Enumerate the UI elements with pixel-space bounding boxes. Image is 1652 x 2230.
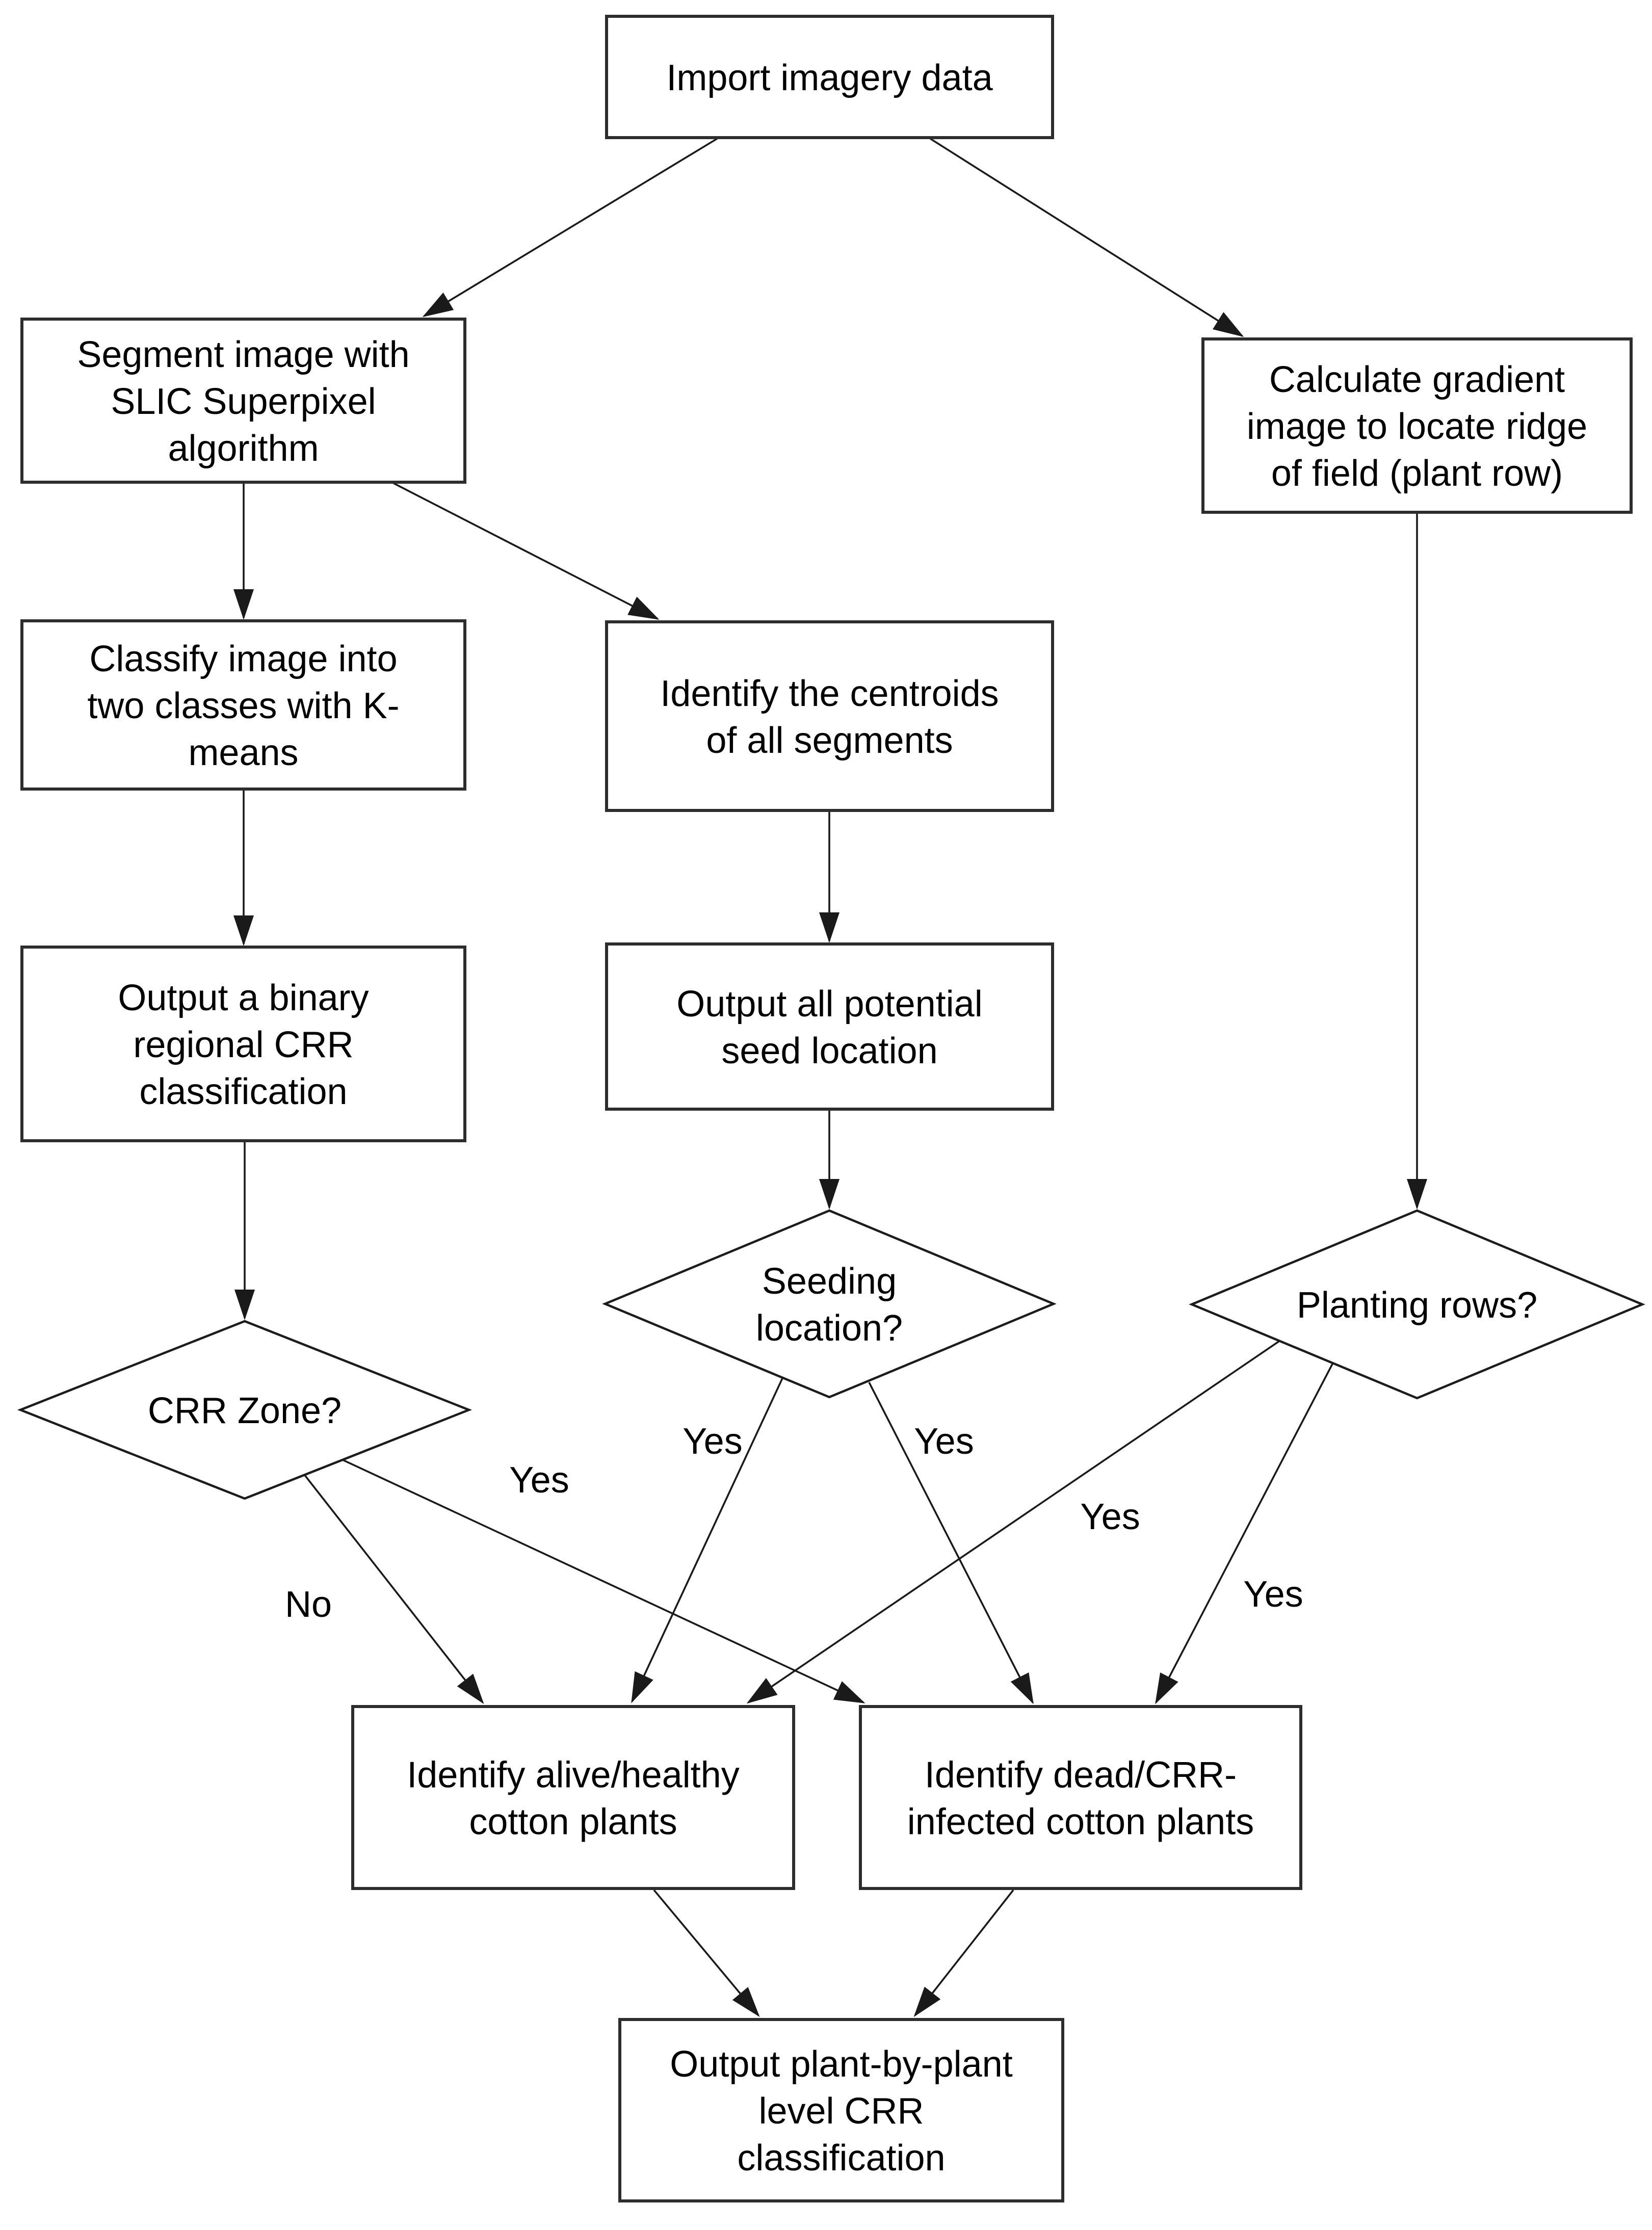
node-label-line: Identify alive/healthy	[407, 1755, 739, 1796]
node-label-line: Identify dead/CRR-	[925, 1755, 1237, 1796]
process-box-kmeans	[20, 619, 466, 791]
node-label-outseed: Output all potential seed location	[676, 984, 982, 1071]
node-label-line: Import imagery data	[666, 58, 993, 98]
edge-planting-dead	[1155, 1362, 1334, 1704]
node-label-line: Output plant-by-plant	[670, 2044, 1012, 2085]
node-label-final: Output plant-by-plant level CRR classifica…	[670, 2044, 1012, 2179]
edges-layer	[233, 138, 1427, 2017]
process-box-centroids	[605, 620, 1054, 812]
edge-seeding-dead	[868, 1382, 1034, 1704]
edge-crrzone-alive	[303, 1474, 484, 1704]
node-label-line: Segment image with	[77, 334, 409, 375]
node-label-line: regional CRR	[133, 1025, 353, 1065]
flow-node-outseed: Output all potential seed location	[605, 942, 1054, 1111]
node-label-line: Seeding	[762, 1261, 897, 1302]
edge-label-crrzone-dead: Yes	[509, 1460, 569, 1501]
edge-label-planting-alive: Yes	[1080, 1497, 1140, 1537]
edge-crrzone-dead	[342, 1459, 866, 1703]
node-label-line: means	[188, 732, 298, 773]
node-label-gradient: Calculate gradient image to locate ridge o…	[1247, 359, 1587, 494]
process-box-dead	[859, 1705, 1302, 1890]
node-label-line: CRR Zone?	[148, 1391, 342, 1431]
flow-node-planting: Planting rows?	[1189, 1209, 1645, 1400]
node-label-line: classification	[737, 2138, 945, 2179]
process-box-final	[618, 2018, 1064, 2202]
node-label-line: image to locate ridge	[1247, 406, 1587, 447]
process-box-gradient	[1201, 337, 1633, 514]
node-label-planting: Planting rows?	[1297, 1285, 1537, 1326]
node-label-kmeans: Classify image into two classes with K-me…	[87, 639, 399, 773]
node-label-import: Import imagery data	[666, 58, 993, 98]
node-label-line: location?	[756, 1308, 903, 1349]
node-label-line: Identify the centroids	[660, 673, 999, 714]
node-label-line: SLIC Superpixel	[111, 381, 376, 422]
node-label-line: Planting rows?	[1297, 1285, 1537, 1326]
flow-node-centroids: Identify the centroids of all segments	[605, 620, 1054, 812]
node-label-outbinary: Output a binary regional CRR classificatio…	[118, 978, 369, 1112]
edge-import-gradient	[930, 138, 1244, 337]
node-label-line: level CRR	[758, 2091, 924, 2132]
node-label-crrzone: CRR Zone?	[148, 1391, 342, 1431]
node-label-seeding: Seeding location?	[756, 1261, 903, 1349]
edge-dead-final	[913, 1889, 1014, 2017]
flow-node-final: Output plant-by-plant level CRR classifica…	[618, 2018, 1064, 2202]
flow-node-gradient: Calculate gradient image to locate ridge o…	[1201, 337, 1633, 514]
edge-label-crrzone-alive: No	[285, 1584, 332, 1625]
node-label-dead: Identify dead/CRR-infected cotton plants	[907, 1755, 1254, 1843]
decision-diamond-planting	[1189, 1209, 1645, 1400]
flow-node-import: Import imagery data	[605, 15, 1054, 139]
edge-alive-final	[653, 1889, 760, 2017]
node-label-line: algorithm	[168, 428, 319, 469]
node-label-line: seed location	[721, 1031, 937, 1071]
edge-label-planting-dead: Yes	[1243, 1574, 1303, 1615]
edge-seeding-alive	[631, 1378, 783, 1703]
node-label-centroids: Identify the centroids of all segments	[660, 673, 999, 761]
edge-label-seeding-dead: Yes	[914, 1421, 974, 1462]
node-label-line: cotton plants	[469, 1802, 677, 1843]
process-box-alive	[351, 1705, 795, 1890]
node-label-line: Output all potential	[676, 984, 982, 1025]
edge-planting-alive	[746, 1340, 1280, 1704]
edge-label-seeding-alive: Yes	[683, 1421, 742, 1462]
decision-diamond-seeding	[602, 1209, 1057, 1399]
flow-node-outbinary: Output a binary regional CRR classificatio…	[20, 946, 466, 1142]
node-label-line: of field (plant row)	[1271, 453, 1563, 494]
node-label-line: of all segments	[706, 720, 953, 761]
flow-node-kmeans: Classify image into two classes with K-me…	[20, 619, 466, 791]
decision-diamond-crrzone	[17, 1320, 473, 1500]
node-label-alive: Identify alive/healthy cotton plants	[407, 1755, 739, 1843]
edge-import-slic	[422, 138, 718, 318]
flow-node-crrzone: CRR Zone?	[17, 1320, 473, 1500]
node-label-line: Classify image into	[89, 639, 397, 679]
node-label-line: infected cotton plants	[907, 1802, 1254, 1843]
process-box-import	[605, 15, 1054, 139]
node-label-line: classification	[139, 1071, 347, 1112]
process-box-outseed	[605, 942, 1054, 1111]
process-box-outbinary	[20, 946, 466, 1142]
flow-node-alive: Identify alive/healthy cotton plants	[351, 1705, 795, 1890]
edge-slic-centroids	[393, 482, 660, 620]
node-label-line: two classes with K-	[87, 686, 399, 726]
flow-node-seeding: Seeding location?	[602, 1209, 1057, 1399]
flow-node-dead: Identify dead/CRR-infected cotton plants	[859, 1705, 1302, 1890]
node-label-line: Calculate gradient	[1269, 359, 1565, 400]
node-label-line: Output a binary	[118, 978, 369, 1018]
process-box-slic	[20, 318, 466, 484]
